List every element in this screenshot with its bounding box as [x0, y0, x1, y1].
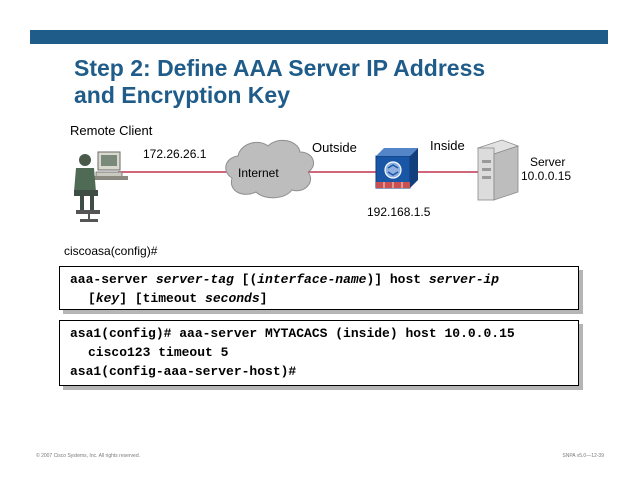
syntax-server-ip: server-ip	[428, 272, 500, 287]
firewall-icon	[375, 148, 418, 189]
internet-cloud-icon	[225, 139, 315, 199]
syntax-timeout-keyword: ] [timeout	[119, 291, 206, 306]
server-ip-label: 10.0.0.15	[521, 169, 571, 183]
syntax-box: aaa-server server-tag [(interface-name)]…	[59, 266, 579, 310]
syntax-key-open: [	[88, 291, 96, 306]
footer-course-code: SNPA v5.0—12-39	[562, 453, 604, 459]
example-line-1: asa1(config)# aaa-server MYTACACS (insid…	[70, 326, 515, 341]
firewall-ip-label: 192.168.1.5	[367, 205, 431, 219]
client-ip-label: 172.26.26.1	[143, 147, 207, 161]
outside-label: Outside	[312, 140, 357, 155]
syntax-line-1: aaa-server server-tag [(interface-name)]…	[70, 270, 578, 289]
title-line-2: and Encryption Key	[74, 82, 290, 108]
header-bar	[30, 30, 608, 44]
syntax-line-2: [key] [timeout seconds]	[70, 289, 578, 308]
remote-client-icon	[74, 151, 128, 222]
syntax-seconds: seconds	[205, 291, 260, 306]
server-icon	[476, 139, 520, 201]
example-line-3: asa1(config-aaa-server-host)#	[70, 364, 297, 379]
config-prompt: ciscoasa(config)#	[64, 244, 158, 258]
syntax-server-tag: server-tag	[155, 272, 234, 287]
syntax-host-keyword: )] host	[366, 272, 429, 287]
example-line-2: cisco123 timeout 5	[88, 345, 229, 360]
syntax-interface-name: interface-name	[257, 272, 367, 287]
server-label: Server	[530, 155, 565, 169]
remote-client-label: Remote Client	[70, 123, 153, 138]
syntax-open-bracket: [(	[233, 272, 258, 287]
syntax-key: key	[95, 291, 120, 306]
footer-copyright: © 2007 Cisco Systems, Inc. All rights re…	[36, 453, 141, 459]
example-box: asa1(config)# aaa-server MYTACACS (insid…	[59, 320, 579, 386]
syntax-command: aaa-server	[70, 272, 156, 287]
title-line-1: Step 2: Define AAA Server IP Address	[74, 55, 486, 81]
page-title: Step 2: Define AAA Server IP Address and…	[74, 55, 594, 109]
inside-label: Inside	[430, 138, 465, 153]
syntax-close: ]	[259, 291, 268, 306]
internet-label: Internet	[238, 166, 279, 180]
